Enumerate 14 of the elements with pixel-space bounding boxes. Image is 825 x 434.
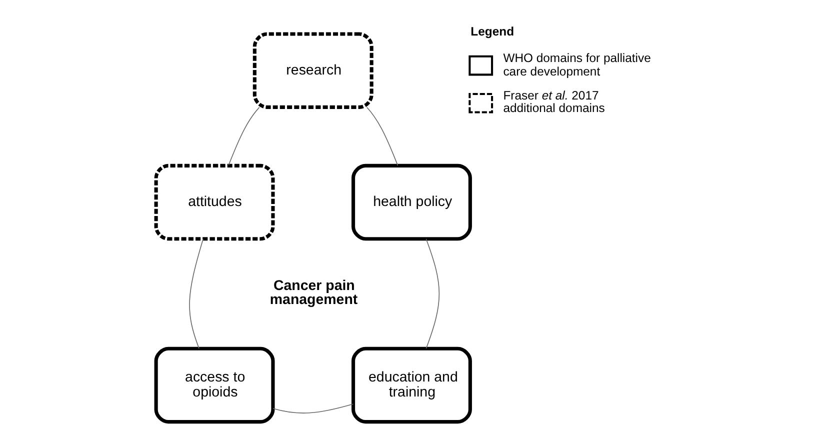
node-box: attitudes — [154, 164, 274, 241]
connector — [188, 238, 204, 349]
label: Cancer pain management — [269, 278, 358, 308]
node-box: access to opioids — [154, 346, 274, 424]
node-box: education and training — [351, 346, 472, 424]
connector — [228, 106, 260, 166]
connector — [272, 404, 354, 414]
node-box: health policy — [351, 164, 472, 241]
legend-label: WHO domains for palliative care development — [502, 51, 650, 78]
connector — [366, 106, 398, 166]
label: Legend — [470, 24, 514, 39]
legend-label: Fraser et al. 2017 additional domains — [502, 88, 604, 115]
connector — [425, 238, 440, 349]
node-box: research — [252, 32, 373, 109]
